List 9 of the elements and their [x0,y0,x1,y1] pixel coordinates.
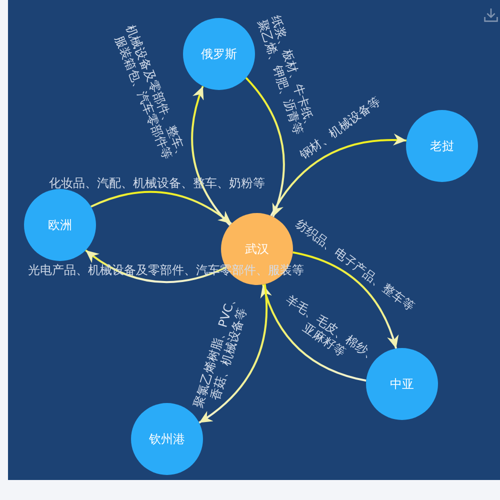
edge-label: 纸浆、板材、牛卡纸、聚乙烯、钾肥、沥青等 [254,12,320,138]
arrow [198,284,268,424]
arrow [260,284,366,382]
arrow [292,251,398,349]
arrow [191,86,231,226]
arrow [270,134,406,216]
arrow [90,190,232,225]
edge-label: 羊毛、毛皮、棉纱、亚麻籽等 [282,291,382,366]
arrow [245,77,285,218]
